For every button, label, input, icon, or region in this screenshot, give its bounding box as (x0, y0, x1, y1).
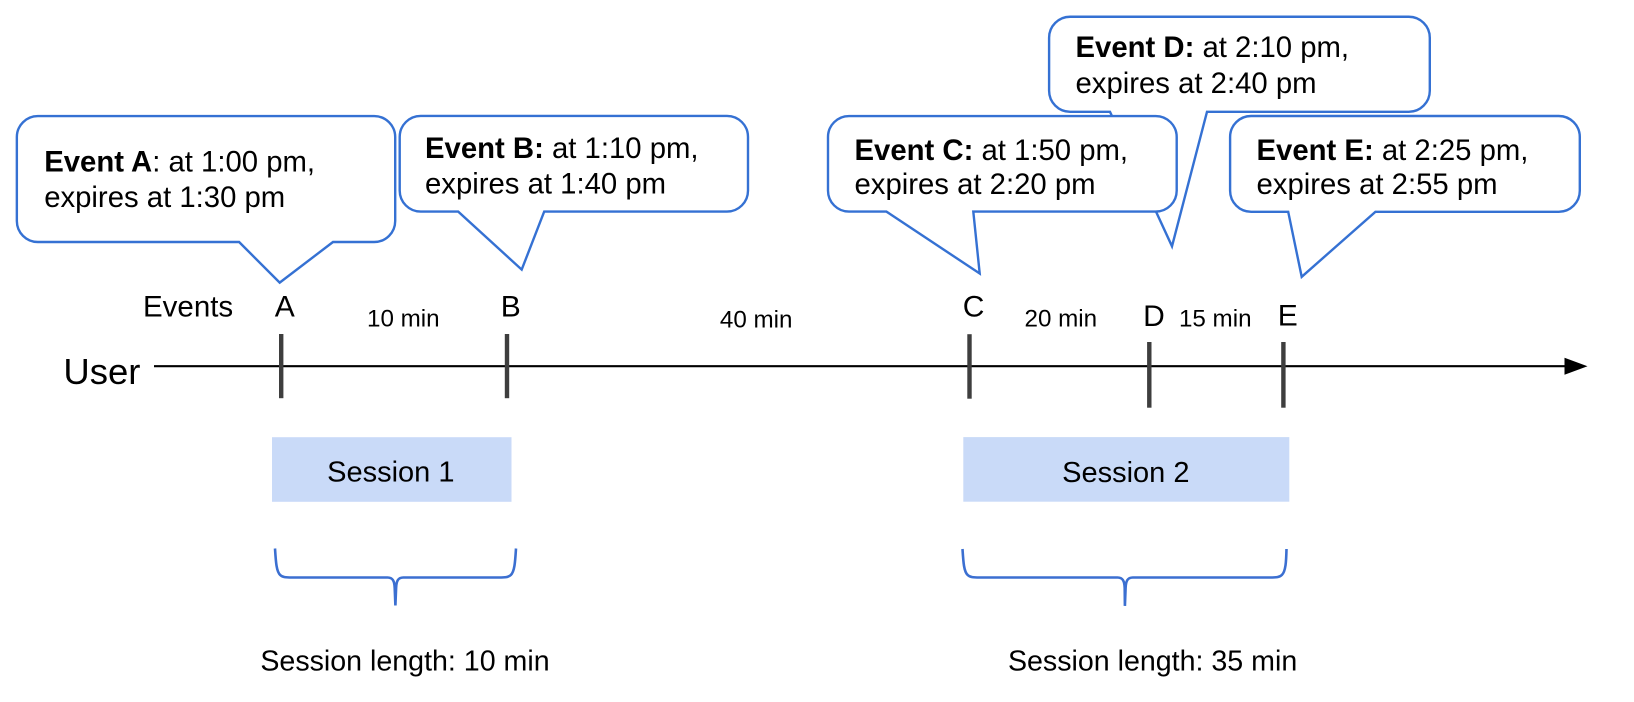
svg-text:C: C (963, 291, 985, 324)
svg-text:15 min: 15 min (1179, 306, 1252, 333)
svg-text:D: D (1143, 300, 1165, 333)
svg-text:expires at 1:40 pm: expires at 1:40 pm (425, 168, 666, 201)
svg-text:Session 2: Session 2 (1062, 457, 1189, 489)
svg-text:expires at 1:30 pm: expires at 1:30 pm (44, 181, 285, 214)
svg-text:Event A: at 1:00 pm,: Event A: at 1:00 pm, (44, 146, 315, 179)
svg-text:Session length: 10 min: Session length: 10 min (260, 646, 549, 678)
svg-text:E: E (1278, 300, 1298, 333)
svg-text:expires at 2:20 pm: expires at 2:20 pm (855, 168, 1096, 201)
svg-text:User: User (63, 351, 140, 392)
svg-text:Events: Events (143, 291, 233, 324)
svg-text:expires at 2:40 pm: expires at 2:40 pm (1076, 67, 1317, 100)
svg-text:10 min: 10 min (367, 306, 440, 333)
svg-text:20 min: 20 min (1025, 306, 1098, 333)
svg-text:Event C: at 1:50 pm,: Event C: at 1:50 pm, (855, 134, 1129, 167)
svg-text:40 min: 40 min (720, 307, 793, 334)
svg-text:Session 1: Session 1 (327, 457, 454, 489)
svg-text:Event D: at 2:10 pm,: Event D: at 2:10 pm, (1076, 31, 1350, 64)
svg-text:B: B (501, 290, 521, 323)
svg-text:Event E: at 2:25 pm,: Event E: at 2:25 pm, (1257, 134, 1529, 167)
svg-text:expires at 2:55 pm: expires at 2:55 pm (1257, 168, 1498, 201)
svg-text:Event B: at 1:10 pm,: Event B: at 1:10 pm, (425, 132, 699, 165)
svg-text:Session length: 35 min: Session length: 35 min (1008, 646, 1297, 678)
svg-text:A: A (275, 291, 295, 324)
